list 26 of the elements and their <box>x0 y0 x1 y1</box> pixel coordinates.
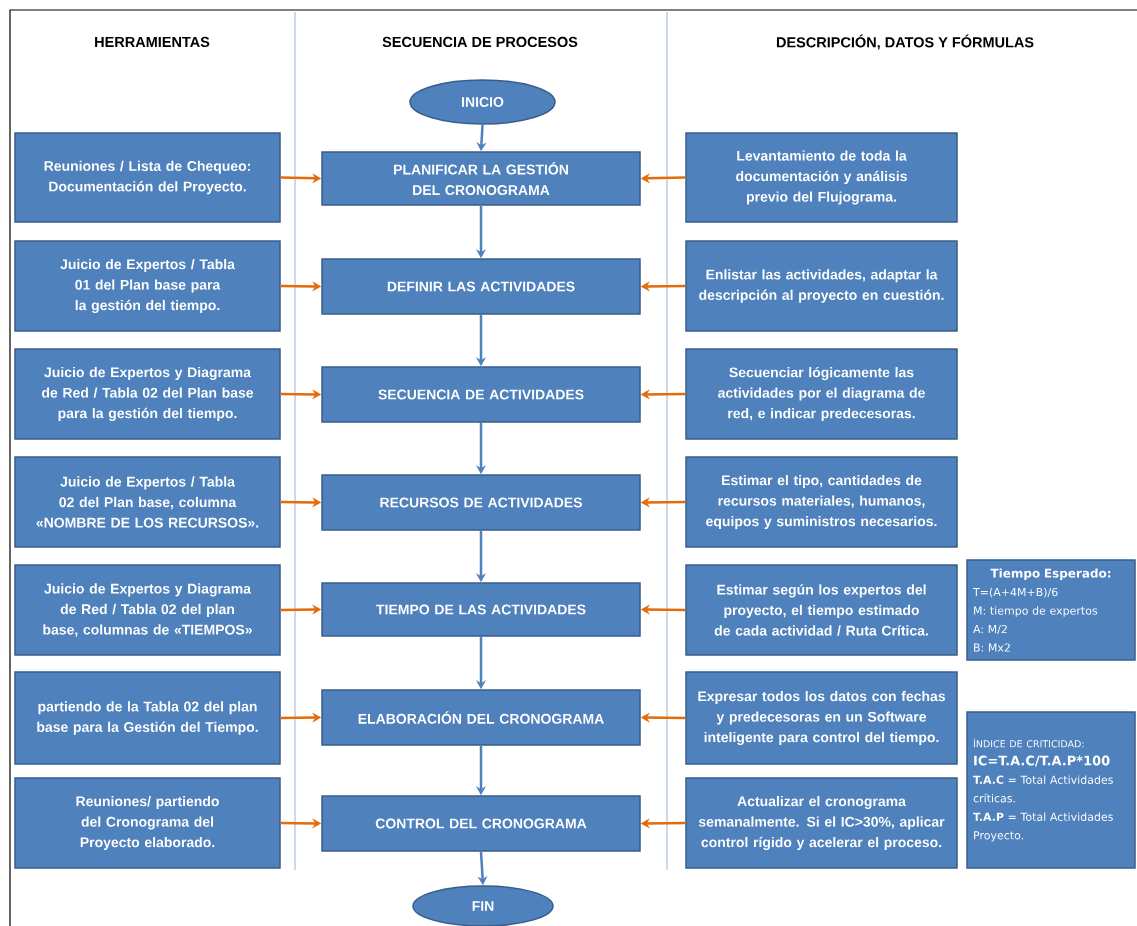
tool-box: Juicio de Expertos / Tabla 02 del Plan base, columna «NOMBRE DE LOS RECURSOS». <box>14 456 281 548</box>
tool-box: Reuniones / Lista de Chequeo: Documentación del Proyecto. <box>14 132 281 223</box>
tool-box: Juicio de Expertos y Diagrama de Red / Tabla 02 del plan base, columnas de «TIEMPOS» <box>14 564 281 656</box>
process-box: RECURSOS DE ACTIVIDADES <box>321 474 641 531</box>
description-box: Estimar el tipo, cantidades de recursos materiales, humanos, equipos y suministros necesarios. <box>685 456 958 548</box>
process-box: CONTROL DEL CRONOGRAMA <box>321 795 641 852</box>
column-header: HERRAMIENTAS <box>95 36 210 48</box>
note-box: ÍNDICE DE CRITICIDAD: IC=T.A.C/T.A.P*100 T.A.C = Total Actividades críticas. T.A.P = Total Actividades Proyecto. <box>966 711 1136 869</box>
tool-box: Juicio de Expertos / Tabla 01 del Plan base para la gestión del tiempo. <box>14 240 281 332</box>
tool-box: partiendo de la Tabla 02 del plan base para la Gestión del Tiempo. <box>14 671 281 765</box>
description-box: Estimar según los expertos del proyecto, el tiempo estimado de cada actividad / Ruta Crítica. <box>685 564 958 656</box>
description-box: Secuenciar lógicamente las actividades por el diagrama de red, e indicar predecesoras. <box>685 348 958 440</box>
column-header: SECUENCIA DE PROCESOS <box>382 36 578 48</box>
process-box: TIEMPO DE LAS ACTIVIDADES <box>321 582 641 637</box>
process-box: DEFINIR LAS ACTIVIDADES <box>321 258 641 315</box>
note-box: Tiempo Esperado: T=(A+4M+B)/6 M: tiempo de expertos A: M/2 B: Mx2 <box>966 559 1136 661</box>
tool-box: Juicio de Expertos y Diagrama de Red / Tabla 02 del Plan base para la gestión del tiempo. <box>14 348 281 440</box>
tool-box: Reuniones/ partiendo del Cronograma del Proyecto elaborado. <box>14 777 281 869</box>
process-box: ELABORACIÓN DEL CRONOGRAMA <box>321 689 641 746</box>
column-header: DESCRIPCIÓN, DATOS Y FÓRMULAS <box>776 34 1034 50</box>
process-box: PLANIFICAR LA GESTIÓN DEL CRONOGRAMA <box>321 151 641 206</box>
process-box: SECUENCIA DE ACTIVIDADES <box>321 366 641 423</box>
description-box: Levantamiento de toda la documentación y análisis previo del Flujograma. <box>685 132 958 223</box>
description-box: Actualizar el cronograma semanalmente. Si el IC>30%, aplicar control rígido y acelerar el proceso. <box>685 777 958 869</box>
description-box: Expresar todos los datos con fechas y predecesoras en un Software inteligente para control del tiempo. <box>685 671 958 765</box>
description-box: Enlistar las actividades, adaptar la descripción al proyecto en cuestión. <box>685 240 958 332</box>
